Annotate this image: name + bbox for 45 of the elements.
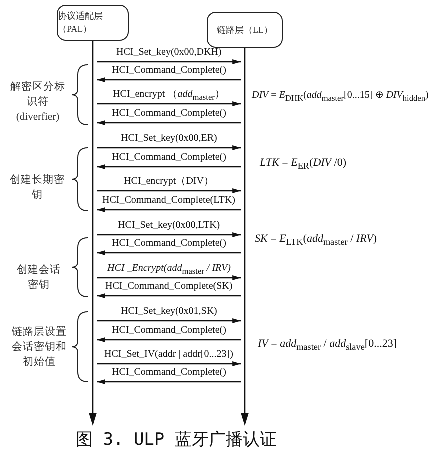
edge-label: HCI_Command_Complete() <box>112 65 226 77</box>
message-arrow <box>97 232 241 238</box>
edge-label: HCI_Command_Complete(SK) <box>106 281 233 293</box>
edge-label: HCI_Set_key(0x01,SK) <box>121 306 218 318</box>
message-arrow <box>97 275 241 281</box>
phase-label: 解密区分标识符(diverfier) <box>10 80 66 125</box>
message-arrow <box>97 77 241 83</box>
message-arrow <box>97 361 241 367</box>
formula: IV = add$_{master}$ / add$_{slave}$[0...23] <box>258 338 397 352</box>
edge-label: HCI_Set_key(0x00,DKH) <box>116 47 222 59</box>
message-arrow <box>97 379 241 385</box>
phase-label: 链路层设置会话密钥和初始值 <box>12 326 67 370</box>
message-arrow <box>97 250 241 256</box>
lifeline <box>241 48 249 426</box>
message-arrow <box>97 293 241 299</box>
lifeline-header-box: 链路层（LL） <box>207 12 283 48</box>
phase-label: 创建会话密钥 <box>16 263 62 293</box>
edge-label: HCI_Set_IV(addr | addr[0...23]) <box>104 349 234 361</box>
formula: SK = E$_{LTK}$(add$_{master}$ / IRV) <box>255 233 377 248</box>
formula: LTK = E$_{ER}$(DIV /0) <box>260 157 346 172</box>
lifeline <box>89 41 97 426</box>
message-arrow <box>97 59 241 65</box>
message-arrow <box>97 318 241 324</box>
edge-label: HCI_Command_Complete() <box>112 108 226 120</box>
figure-caption: 图 3. ULP 蓝牙广播认证 <box>76 429 277 451</box>
edge-label: HCI_Command_Complete() <box>112 238 226 250</box>
edge-label: HCI _Encrypt(add$_{master}$ / IRV) <box>108 263 231 278</box>
message-arrow <box>97 120 241 126</box>
message-arrow <box>97 188 241 194</box>
message-arrow <box>97 207 241 213</box>
message-arrow <box>97 145 241 151</box>
message-arrow <box>97 101 241 107</box>
edge-label: HCI_Set_key(0x00,LTK) <box>118 220 220 232</box>
message-arrow <box>97 337 241 343</box>
message-arrow <box>97 164 241 170</box>
edge-label: HCI_Command_Complete(LTK) <box>102 195 236 207</box>
lifeline-header-box: 协议适配层（PAL） <box>57 5 129 41</box>
edge-label: HCI_Command_Complete() <box>112 152 226 164</box>
formula: DIV = E$_{DHK}$(add$_{master}$[0...15] ⊕ DIV$_{hidden}$) <box>252 89 429 103</box>
edge-label: HCI_Set_key(0x00,ER) <box>121 133 218 145</box>
edge-label: HCI_encrypt（DIV） <box>124 176 214 188</box>
edge-label: HCI_Command_Complete() <box>112 367 226 379</box>
edge-label: HCI_encrypt （add$_{master}$） <box>113 89 225 104</box>
phase-label: 创建长期密钥 <box>10 173 65 203</box>
edge-label: HCI_Command_Complete() <box>112 325 226 337</box>
